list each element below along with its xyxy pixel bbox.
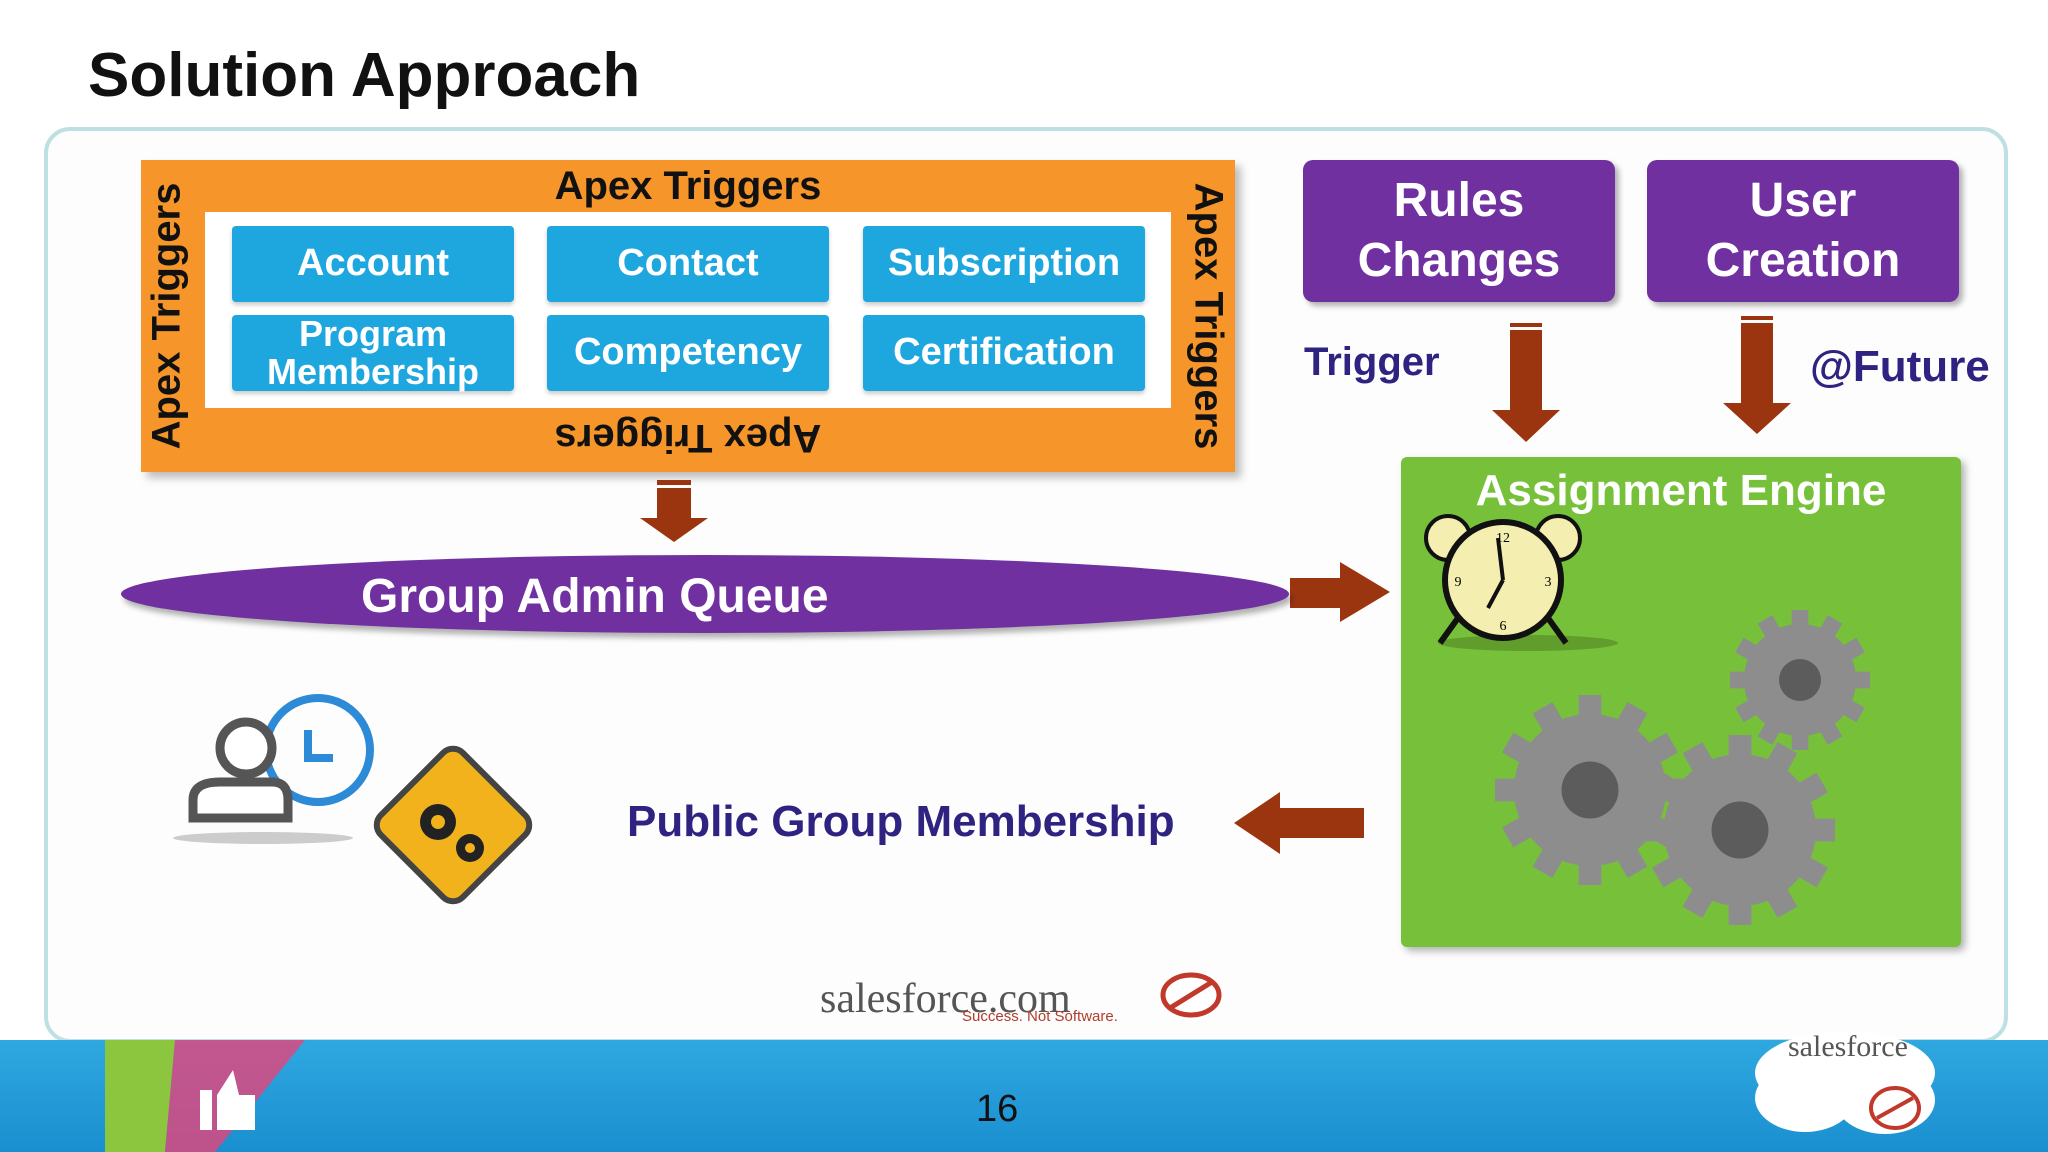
group-admin-queue: Group Admin Queue <box>121 555 1289 633</box>
salesforce-tagline: Success. Not Software. <box>962 1008 1118 1025</box>
group-admin-queue-label: Group Admin Queue <box>361 570 829 623</box>
no-software-icon <box>1160 972 1222 1018</box>
page-number: 16 <box>976 1088 1019 1130</box>
public-group-membership-label: Public Group Membership <box>627 797 1175 846</box>
user-clock-icon <box>173 694 374 844</box>
svg-text:12: 12 <box>1496 531 1510 546</box>
footer-band <box>0 1040 2048 1152</box>
gear-warning-sign-icon <box>373 745 533 905</box>
svg-text:9: 9 <box>1455 575 1462 590</box>
salesforce-cloud-text: salesforce <box>1788 1030 1908 1063</box>
slide-title: Solution Approach <box>88 41 641 110</box>
tile-contact: Contact <box>547 226 829 302</box>
tile-program-membership: Program Membership <box>232 315 514 391</box>
future-label: @Future <box>1810 342 1990 391</box>
tile-subscription: Subscription <box>863 226 1145 302</box>
right-arrow-queue <box>1290 562 1390 622</box>
tile-competency: Competency <box>547 315 829 391</box>
trigger-label: Trigger <box>1304 340 1440 384</box>
gears-icon <box>1495 610 1870 925</box>
svg-text:3: 3 <box>1545 575 1552 590</box>
left-arrow-public-group <box>1234 792 1364 854</box>
user-creation-box: User Creation <box>1647 160 1959 302</box>
tile-account: Account <box>232 226 514 302</box>
salesforce-cloud-logo <box>1755 1031 1935 1134</box>
apex-triggers-top-label: Apex Triggers <box>554 164 822 208</box>
alarm-clock-icon: 12 3 6 9 <box>1424 514 1618 651</box>
assignment-engine-label: Assignment Engine <box>1475 466 1887 515</box>
svg-text:6: 6 <box>1500 619 1507 634</box>
down-arrow-rules <box>1492 323 1560 442</box>
down-arrow-user <box>1723 316 1791 434</box>
salesforce-logo: salesforce.com <box>820 976 1071 1022</box>
thumbs-up-icon <box>105 1040 305 1152</box>
down-arrow-apex <box>640 480 708 542</box>
rules-changes-box: Rules Changes <box>1303 160 1615 302</box>
tile-certification: Certification <box>863 315 1145 391</box>
